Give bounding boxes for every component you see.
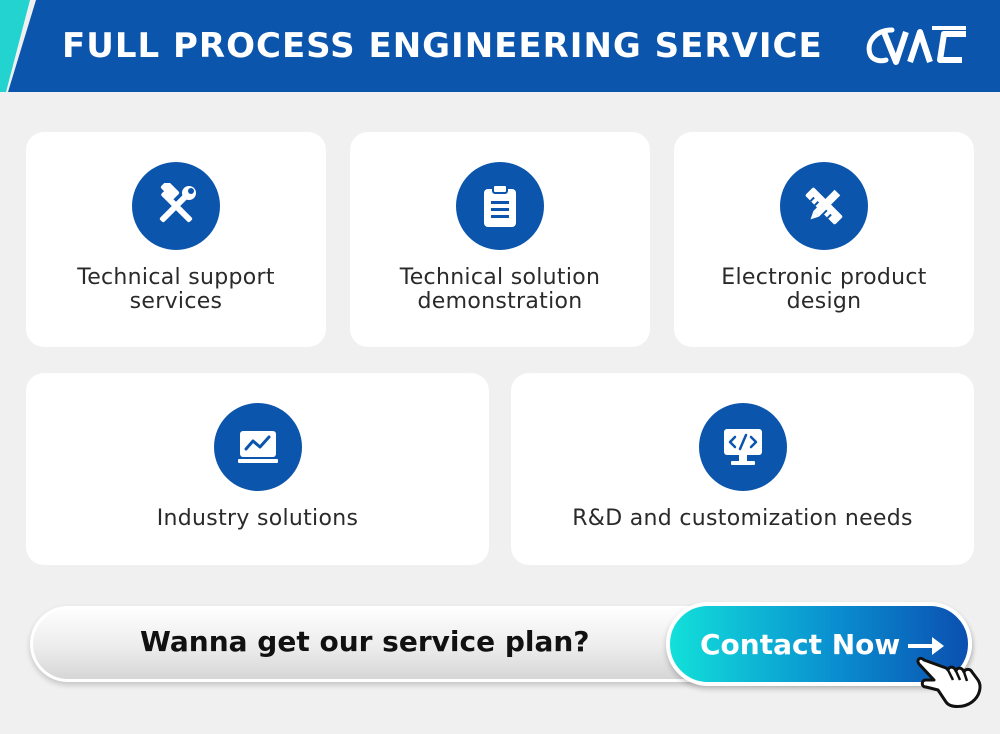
service-card-technical-support[interactable]: Technical support services bbox=[26, 132, 326, 347]
header-band bbox=[8, 0, 1000, 92]
clipboard-icon bbox=[456, 162, 544, 250]
contact-now-label: Contact Now bbox=[700, 628, 901, 661]
code-monitor-icon bbox=[699, 403, 787, 491]
arrow-right-icon bbox=[908, 637, 944, 655]
service-label: design bbox=[786, 289, 862, 314]
service-label: Electronic product bbox=[721, 265, 927, 290]
service-label: R&D and customization needs bbox=[572, 506, 913, 531]
pointing-hand-icon bbox=[916, 656, 982, 708]
chart-monitor-icon bbox=[214, 403, 302, 491]
service-card-industry-solutions[interactable]: Industry solutions bbox=[26, 373, 489, 565]
service-label: demonstration bbox=[417, 289, 583, 314]
header-banner: FULL PROCESS ENGINEERING SERVICE bbox=[0, 0, 1000, 92]
service-card-electronic-design[interactable]: Electronic product design bbox=[674, 132, 974, 347]
service-label: Industry solutions bbox=[156, 506, 359, 531]
tools-icon bbox=[132, 162, 220, 250]
vac-logo-icon bbox=[866, 26, 966, 65]
service-card-technical-solution[interactable]: Technical solution demonstration bbox=[350, 132, 650, 347]
contact-now-button[interactable]: Contact Now bbox=[666, 602, 972, 686]
service-label: Technical solution bbox=[399, 265, 601, 290]
cta-question: Wanna get our service plan? bbox=[140, 625, 590, 658]
service-card-rd-customization[interactable]: R&D and customization needs bbox=[511, 373, 974, 565]
service-label: services bbox=[129, 289, 223, 314]
pencil-ruler-icon bbox=[780, 162, 868, 250]
service-label: Technical support bbox=[77, 265, 275, 290]
page-title: FULL PROCESS ENGINEERING SERVICE bbox=[62, 26, 823, 66]
